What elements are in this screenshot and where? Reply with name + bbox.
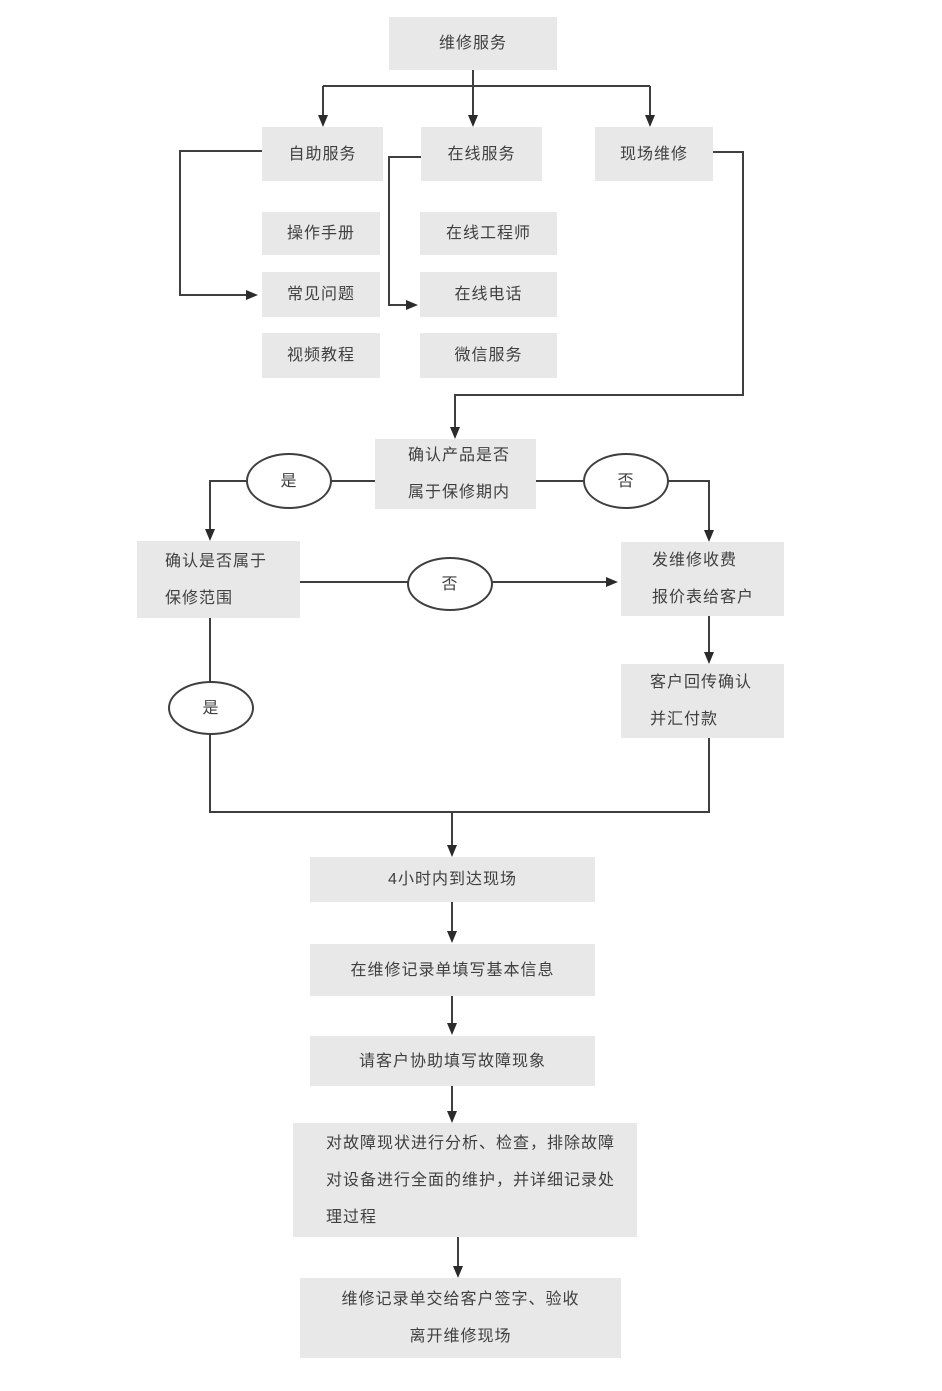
node-online-engineer: 在线工程师 [420,212,557,255]
node-label: 确认是否属于 [165,552,268,570]
node-label: 属于保修期内 [408,484,511,501]
node-label: 在线服务 [447,145,516,163]
node-label: 现场维修 [619,145,688,163]
node-label: 对故障现状进行分析、检查，排除故障 [326,1134,616,1152]
node-video-tutorial: 视频教程 [262,333,380,378]
node-label: 请客户协助填写故障现象 [358,1052,546,1070]
node-check-warranty-period: 确认产品是否属于保修期内 [375,439,536,509]
node-label: 在线工程师 [445,225,531,242]
node-label: 客户回传确认 [650,674,753,691]
node-label: 是 [202,699,220,717]
node-label: 离开维修现场 [409,1328,512,1345]
node-customer-confirm-pay: 客户回传确认并汇付款 [621,664,784,738]
node-no-middle: 否 [407,557,493,611]
node-label: 微信服务 [454,347,523,364]
node-onsite-repair: 现场维修 [595,127,713,181]
node-label: 对设备进行全面的维护，并详细记录处 [326,1171,616,1189]
node-label: 并汇付款 [650,711,719,728]
node-label: 常见问题 [286,286,355,303]
node-online-phone: 在线电话 [420,272,557,317]
node-repair-service: 维修服务 [389,17,557,70]
node-label: 否 [617,472,635,490]
node-label: 否 [441,575,459,593]
node-label: 发维修收费 [652,552,738,569]
node-label: 维修服务 [438,35,507,52]
node-yes-top: 是 [246,453,332,509]
node-fill-basic-info: 在维修记录单填写基本信息 [310,944,595,996]
node-arrive-4h: 4小时内到达现场 [310,857,595,902]
node-online-service: 在线服务 [421,127,542,181]
node-check-warranty-scope: 确认是否属于保修范围 [137,541,300,618]
node-label: 在线电话 [454,286,523,303]
node-operation-manual: 操作手册 [262,212,380,255]
node-label: 4小时内到达现场 [388,871,517,888]
node-label: 理过程 [326,1208,378,1226]
node-yes-bottom: 是 [168,681,254,735]
node-no-right: 否 [583,453,669,509]
node-sign-and-leave: 维修记录单交给客户签字、验收离开维修现场 [300,1278,621,1358]
node-label: 确认产品是否 [408,447,511,464]
node-label: 维修记录单交给客户签字、验收 [341,1291,580,1308]
node-label: 报价表给客户 [652,589,755,606]
node-label: 是 [280,472,298,490]
node-customer-fill-fault: 请客户协助填写故障现象 [310,1036,595,1086]
node-send-quote: 发维修收费报价表给客户 [621,542,784,616]
node-label: 视频教程 [286,347,355,364]
node-analyze-and-fix: 对故障现状进行分析、检查，排除故障对设备进行全面的维护，并详细记录处理过程 [293,1123,637,1237]
node-label: 自助服务 [288,145,357,163]
node-label: 保修范围 [165,589,234,607]
node-label: 操作手册 [286,225,355,242]
node-wechat-service: 微信服务 [420,333,557,378]
node-faq: 常见问题 [262,272,380,317]
arrow-heads [205,115,714,1278]
node-self-service: 自助服务 [262,127,383,181]
node-label: 在维修记录单填写基本信息 [350,961,555,979]
